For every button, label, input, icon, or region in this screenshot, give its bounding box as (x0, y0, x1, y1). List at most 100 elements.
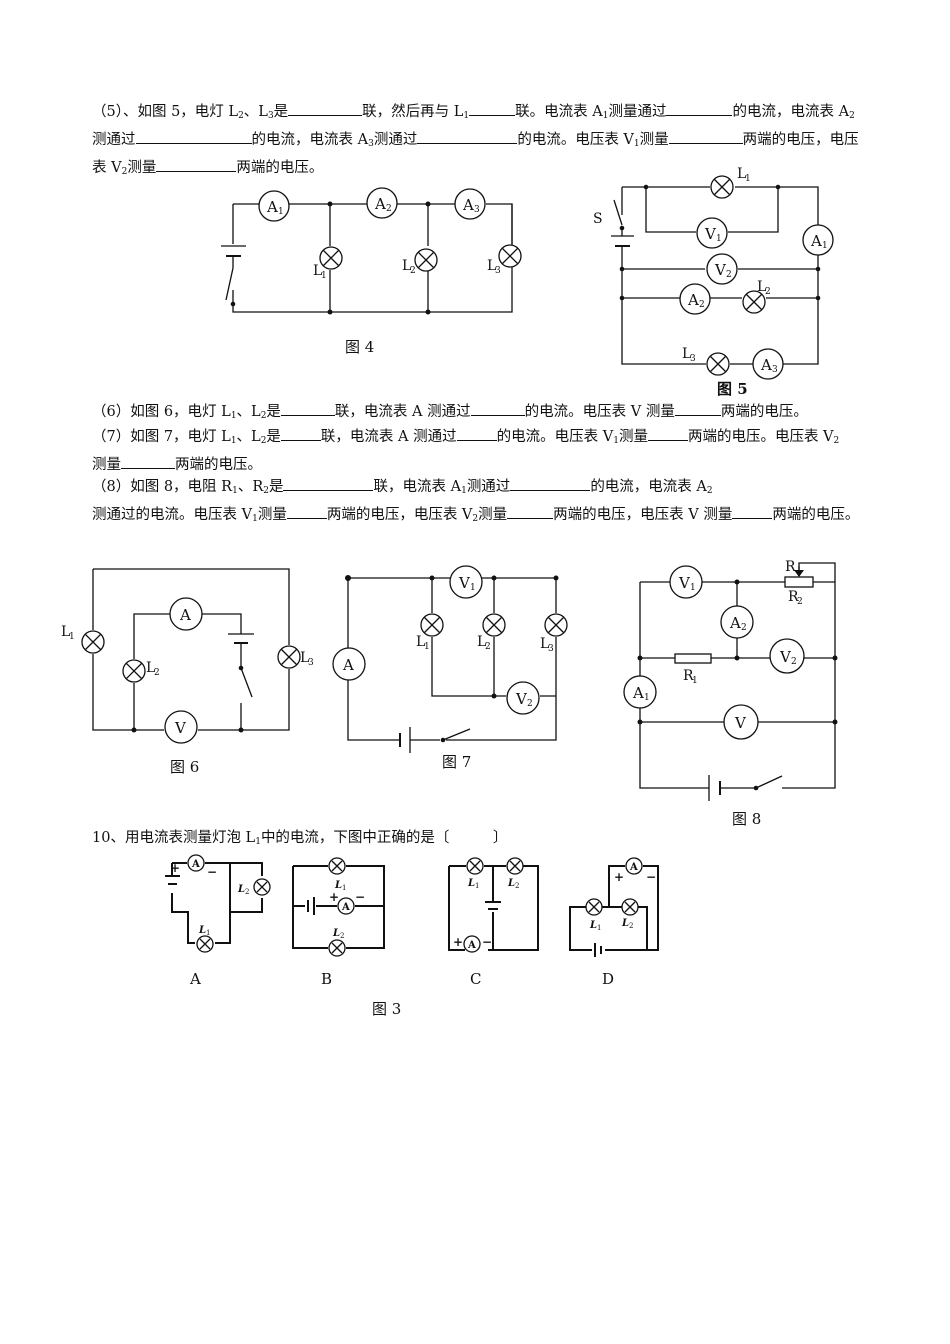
svg-text:V: V (174, 719, 187, 737)
svg-text:1: 1 (424, 642, 430, 652)
svg-text:2: 2 (527, 699, 533, 709)
answer-blank[interactable] (280, 401, 335, 416)
answer-blank[interactable] (507, 504, 554, 519)
figure-5-caption: 图 5 (717, 380, 748, 398)
answer-blank[interactable] (121, 454, 175, 469)
answer-blank[interactable] (647, 426, 688, 441)
svg-text:1: 1 (69, 632, 75, 642)
svg-text:1: 1 (470, 583, 476, 593)
svg-text:L: L (61, 624, 70, 640)
svg-text:A: A (179, 606, 191, 624)
svg-text:L: L (300, 650, 309, 666)
answer-blank[interactable] (288, 101, 363, 116)
svg-text:2: 2 (154, 668, 160, 678)
answer-blank[interactable] (286, 504, 327, 519)
lamp-l1: L1 (313, 246, 343, 281)
svg-text:V: V (704, 225, 717, 243)
svg-text:A: A (687, 291, 699, 309)
svg-text:L: L (146, 660, 155, 676)
svg-text:L: L (540, 636, 549, 652)
svg-text:1: 1 (206, 929, 210, 937)
svg-text:1: 1 (690, 583, 696, 593)
answer-blank[interactable] (510, 476, 591, 491)
svg-text:R: R (785, 559, 796, 575)
svg-text:A: A (342, 656, 354, 674)
svg-text:−: − (482, 935, 492, 949)
svg-text:L: L (589, 920, 597, 931)
answer-blank[interactable] (283, 476, 374, 491)
lamp-l3: L3 (487, 244, 522, 276)
voltmeter-v: V (164, 710, 198, 744)
svg-text:A: A (729, 614, 741, 632)
svg-text:L: L (416, 634, 425, 650)
svg-text:+: + (614, 870, 624, 884)
svg-text:A: A (629, 862, 638, 873)
answer-blank[interactable] (156, 157, 237, 172)
answer-blank[interactable] (732, 504, 773, 519)
svg-text:A: A (632, 684, 644, 702)
svg-text:L: L (313, 263, 322, 279)
svg-text:L: L (682, 346, 691, 362)
answer-blank[interactable] (668, 129, 743, 144)
figure-8-caption: 图 8 (732, 810, 762, 828)
answer-blank[interactable] (280, 426, 321, 441)
svg-text:1: 1 (692, 676, 698, 686)
answer-blank[interactable] (135, 129, 252, 144)
svg-text:1: 1 (321, 271, 327, 281)
svg-text:V: V (458, 574, 471, 592)
lamp-l1: L1 (416, 613, 444, 652)
svg-text:+: + (170, 861, 180, 875)
answer-blank[interactable] (674, 401, 721, 416)
lamp-l3: L3 (277, 645, 314, 669)
svg-text:3: 3 (690, 354, 696, 364)
svg-text:1: 1 (716, 234, 722, 244)
svg-text:2: 2 (765, 287, 771, 297)
svg-text:2: 2 (410, 266, 416, 276)
svg-text:A: A (760, 356, 772, 374)
svg-text:1: 1 (475, 882, 479, 890)
svg-text:L: L (334, 880, 342, 891)
svg-text:2: 2 (485, 642, 491, 652)
svg-text:1: 1 (644, 693, 650, 703)
answer-blank[interactable] (666, 101, 733, 116)
svg-text:A: A (374, 195, 386, 213)
svg-text:2: 2 (629, 922, 633, 930)
option-b-label: B (321, 970, 333, 988)
svg-text:A: A (810, 232, 822, 250)
svg-text:A: A (462, 196, 474, 214)
answer-blank[interactable] (456, 426, 497, 441)
svg-text:+: + (453, 935, 463, 949)
svg-text:L: L (467, 878, 475, 889)
svg-text:3: 3 (495, 266, 501, 276)
svg-text:L: L (621, 918, 629, 929)
svg-text:+: + (329, 890, 339, 904)
answer-blank[interactable] (470, 401, 525, 416)
svg-text:L: L (477, 634, 486, 650)
svg-text:L: L (507, 878, 515, 889)
answer-blank[interactable] (469, 101, 516, 116)
svg-text:R: R (788, 589, 799, 605)
svg-text:L: L (487, 258, 496, 274)
svg-text:3: 3 (548, 644, 554, 654)
svg-text:V: V (714, 261, 727, 279)
svg-text:3: 3 (772, 365, 778, 375)
answer-blank[interactable] (417, 129, 518, 144)
figure-4-caption: 图 4 (345, 338, 375, 356)
svg-text:1: 1 (342, 884, 346, 892)
svg-text:2: 2 (699, 300, 705, 310)
